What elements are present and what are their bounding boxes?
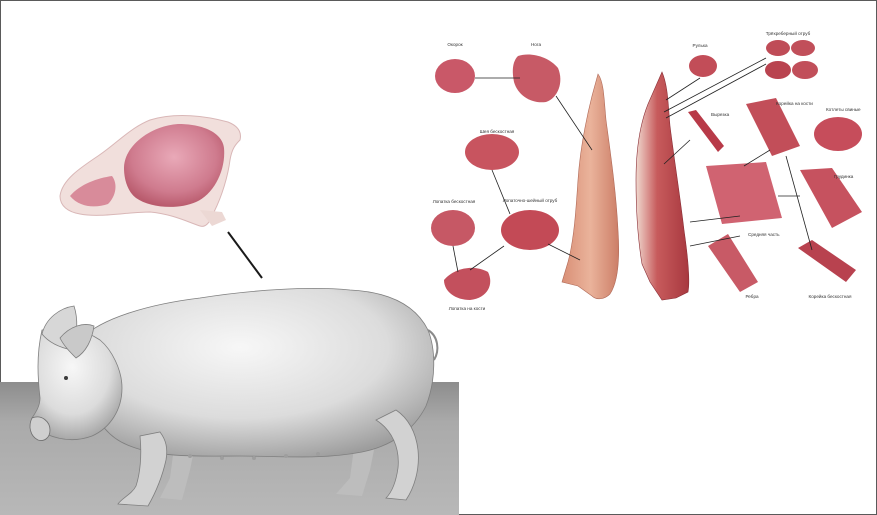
label-ribs: Ребра	[745, 294, 758, 299]
neck-piece-image	[465, 134, 519, 170]
label-leg: Нога	[531, 42, 541, 47]
label-shoulder-neck: Лопаточно-шейный отруб	[503, 198, 558, 203]
pork-loin-cut-image	[60, 116, 241, 227]
label-knuckle: Рулька	[693, 43, 708, 48]
label-brisket: Грудинка	[834, 174, 853, 179]
label-tenderloin: Вырезка	[711, 112, 729, 117]
chop-piece-3-image	[765, 61, 791, 79]
chop-piece-1-image	[766, 40, 790, 56]
label-chops-group: Трёхреберный отруб	[766, 31, 810, 36]
chop-piece-2-image	[791, 40, 815, 56]
cut-leader-line	[228, 232, 262, 278]
label-shoulder-bone: Лопатка на кости	[449, 306, 486, 311]
label-shoulder-boneless: Лопатка бескостная	[433, 199, 476, 204]
label-neck-boneless: Шея бескостная	[480, 129, 515, 134]
middle-part-piece-image	[706, 162, 782, 224]
carcass-exterior-image	[562, 74, 619, 299]
carcass-interior-image	[636, 72, 689, 300]
shoulder-neck-piece-image	[501, 210, 559, 250]
pig-illustration	[30, 288, 437, 506]
loin-boneless-piece-image	[798, 240, 856, 282]
shoulder-bone-piece-image	[444, 268, 490, 300]
label-loin-boneless: Корейка бескостная	[809, 294, 852, 299]
label-loin-bone: Корейка на кости	[776, 101, 813, 106]
ribs-piece-image	[708, 234, 758, 292]
chop-piece-4-image	[792, 61, 818, 79]
shoulder-boneless-piece-image	[431, 210, 475, 246]
label-pork-chops: Котлеты свиные	[826, 107, 861, 112]
label-middle-part: Средняя часть	[748, 232, 780, 237]
pork-chops-piece-image	[814, 117, 862, 151]
leg-piece-image	[513, 55, 561, 103]
ham-piece-image	[435, 59, 475, 93]
loin-bone-piece-image	[746, 98, 800, 156]
knuckle-piece-image	[689, 55, 717, 77]
label-ham: Окорок	[447, 42, 462, 47]
